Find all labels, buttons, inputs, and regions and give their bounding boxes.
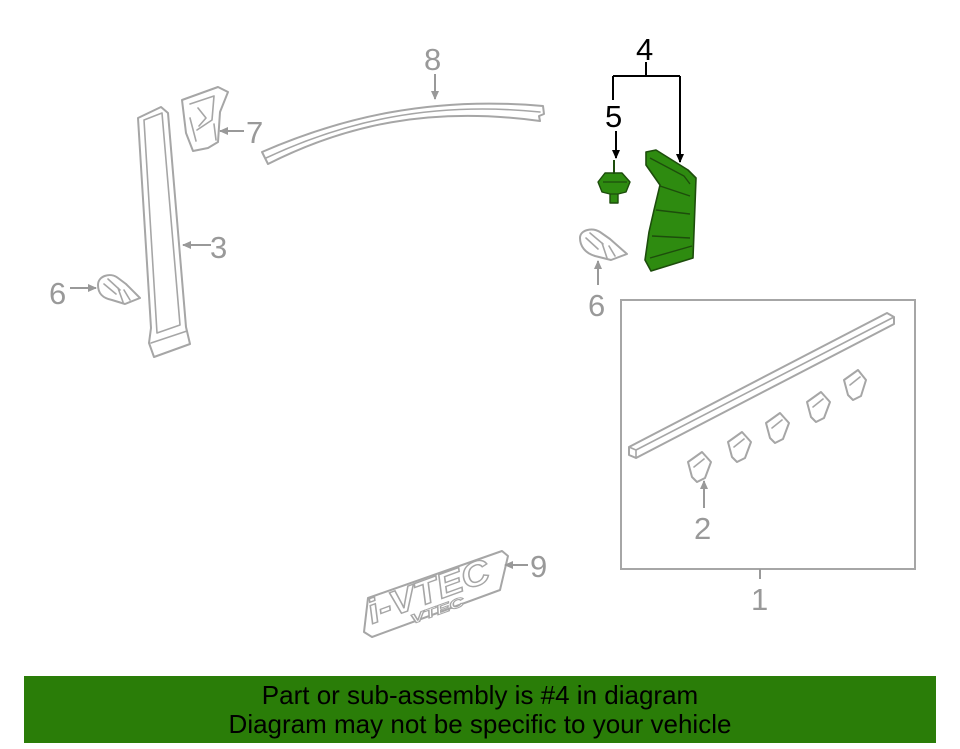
banner-line-1: Part or sub-assembly is #4 in diagram [261, 679, 699, 710]
part-1-frame [620, 299, 916, 570]
banner-line-2: Diagram may not be specific to your vehi… [228, 708, 732, 739]
callout-7: 7 [246, 115, 263, 150]
info-banner: Part or sub-assembly is #4 in diagram Di… [24, 676, 936, 743]
part-6-clip-left[interactable] [97, 274, 141, 305]
callout-8: 8 [424, 42, 441, 77]
callout-9: 9 [530, 549, 547, 584]
callout-5: 5 [605, 99, 622, 134]
part-5-screw-highlighted[interactable] [597, 160, 631, 204]
callout-3: 3 [210, 230, 227, 265]
part-4-garnish-highlighted[interactable] [644, 149, 697, 272]
callout-6b: 6 [588, 288, 605, 323]
leader-4-bracket [612, 62, 684, 163]
callout-1: 1 [751, 582, 768, 617]
callout-2: 2 [694, 511, 711, 546]
part-6-clip-right[interactable] [579, 228, 628, 261]
part-9-emblem[interactable]: i-VTEC VTEC [361, 550, 509, 640]
callout-6a: 6 [49, 276, 66, 311]
part-7-corner-piece[interactable] [181, 86, 229, 152]
callout-4: 4 [636, 32, 653, 67]
part-2-clips[interactable] [687, 369, 867, 483]
part-1-door-molding[interactable] [628, 312, 895, 459]
part-8-roof-molding[interactable] [261, 102, 545, 165]
part-3-pillar-garnish[interactable] [137, 106, 191, 358]
